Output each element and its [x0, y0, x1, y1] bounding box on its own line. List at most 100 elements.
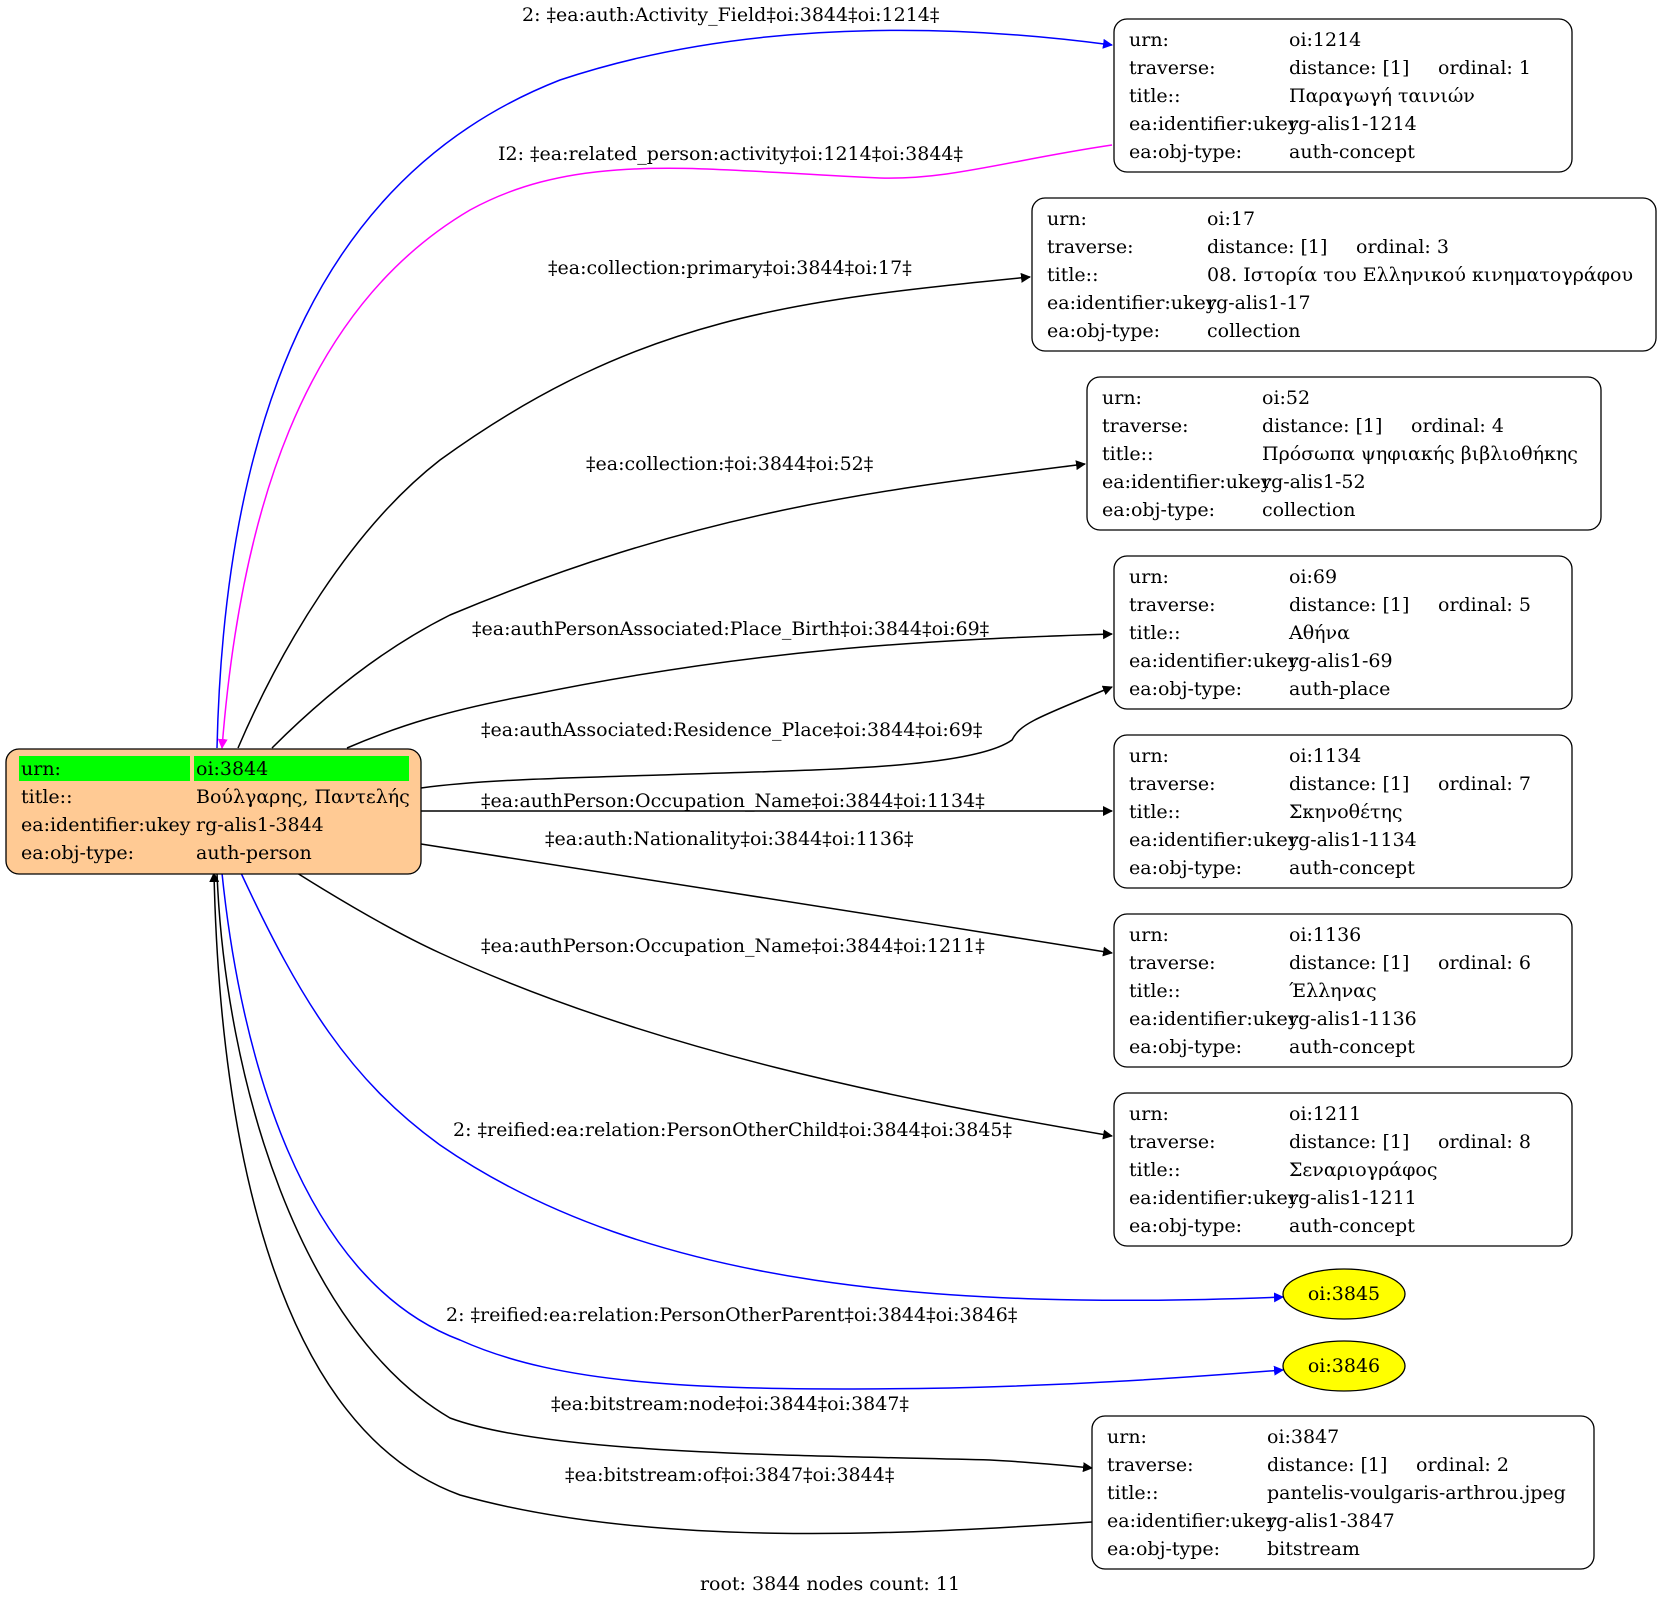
- leaf-node-ellipse: [1282, 1340, 1406, 1392]
- root-urn-key-highlight: [19, 756, 190, 781]
- record-urn-value: oi:69: [1289, 566, 1337, 588]
- record-type-key: ea:obj-type:: [1047, 320, 1160, 342]
- record-type-value: auth-concept: [1289, 1215, 1415, 1237]
- root-urn-value: oi:3844: [196, 758, 268, 780]
- record-title-key: title::: [1129, 1159, 1180, 1181]
- record-ukey-key: ea:identifier:ukey: [1129, 1008, 1299, 1030]
- record-ordinal: ordinal: 3: [1356, 236, 1449, 258]
- record-ukey-value: rg-alis1-1211: [1289, 1187, 1417, 1209]
- leaf-node-ellipse: [1282, 1268, 1406, 1320]
- record-ukey-key: ea:identifier:ukey: [1047, 292, 1217, 314]
- record-ordinal: ordinal: 8: [1438, 1131, 1531, 1153]
- edge-collection-primary: [237, 272, 1031, 749]
- record-ukey-key: ea:identifier:ukey: [1129, 113, 1299, 135]
- record-ordinal: ordinal: 7: [1438, 773, 1531, 795]
- record-type-key: ea:obj-type:: [1129, 678, 1242, 700]
- edge-collection: [271, 460, 1086, 749]
- record-traverse-key: traverse:: [1129, 1131, 1216, 1153]
- graph-footer: root: 3844 nodes count: 11: [700, 1573, 960, 1595]
- record-distance: distance: [1]: [1207, 236, 1327, 258]
- record-ukey-key: ea:identifier:ukey: [1129, 829, 1299, 851]
- record-distance: distance: [1]: [1289, 1131, 1409, 1153]
- root-type-value: auth-person: [196, 842, 312, 864]
- record-node-1211[interactable]: urn: oi:1211 traverse: distance: [1] ordinal…: [1113, 1092, 1573, 1247]
- record-ukey-value: rg-alis1-1134: [1289, 829, 1417, 851]
- edge-residence-place: [420, 685, 1113, 789]
- record-traverse-key: traverse:: [1102, 415, 1189, 437]
- edge-bitstream-of: [209, 872, 1093, 1535]
- edge-label: ‡ea:auth:Nationality‡oi:3844‡oi:1136‡: [545, 828, 914, 850]
- record-traverse-key: traverse:: [1047, 236, 1134, 258]
- record-traverse-key: traverse:: [1129, 952, 1216, 974]
- root-node[interactable]: urn: oi:3844 title:: Βούλγαρης, Παντελής…: [5, 748, 422, 875]
- record-node-box: [1113, 18, 1573, 173]
- edge-nationality: [420, 843, 1113, 957]
- edge-label: ‡ea:authPerson:Occupation_Name‡oi:3844‡o…: [481, 790, 985, 812]
- edge-label: 2: ‡ea:auth:Activity_Field‡oi:3844‡oi:12…: [522, 4, 939, 26]
- record-title-value: Αθήνα: [1288, 622, 1350, 644]
- record-title-value: Πρόσωπα ψηφιακής βιβλιοθήκης: [1262, 443, 1578, 465]
- edge-activity-field: [216, 29, 1113, 749]
- leaf-node-label: oi:3845: [1308, 1283, 1380, 1305]
- record-urn-value: oi:17: [1207, 208, 1255, 230]
- root-urn-value-highlight: [194, 756, 409, 781]
- record-type-key: ea:obj-type:: [1129, 857, 1242, 879]
- record-urn-key: urn:: [1129, 745, 1169, 767]
- record-urn-value: oi:1136: [1289, 924, 1361, 946]
- record-type-value: collection: [1262, 499, 1356, 521]
- root-title-key: title::: [21, 786, 72, 808]
- root-ukey-value: rg-alis1-3844: [196, 814, 324, 836]
- record-type-value: auth-concept: [1289, 141, 1415, 163]
- record-title-key: title::: [1107, 1482, 1158, 1504]
- record-node-box: [1113, 555, 1573, 710]
- record-traverse-key: traverse:: [1107, 1454, 1194, 1476]
- edge-label: ‡ea:collection:‡oi:3844‡oi:52‡: [586, 453, 873, 475]
- record-node-box: [1031, 197, 1657, 352]
- edge-occupation-1211: [296, 872, 1113, 1140]
- edges: [209, 29, 1284, 1535]
- record-type-value: bitstream: [1267, 1538, 1360, 1560]
- record-type-key: ea:obj-type:: [1107, 1538, 1220, 1560]
- record-ukey-key: ea:identifier:ukey: [1129, 650, 1299, 672]
- record-ukey-value: rg-alis1-69: [1289, 650, 1393, 672]
- record-distance: distance: [1]: [1262, 415, 1382, 437]
- record-urn-value: oi:52: [1262, 387, 1310, 409]
- edge-label: ‡ea:collection:primary‡oi:3844‡oi:17‡: [548, 257, 912, 279]
- record-type-key: ea:obj-type:: [1129, 1036, 1242, 1058]
- edge-label: ‡ea:authPersonAssociated:Place_Birth‡oi:…: [472, 618, 989, 640]
- record-ukey-value: rg-alis1-17: [1207, 292, 1311, 314]
- root-title-value: Βούλγαρης, Παντελής: [196, 786, 410, 808]
- record-title-value: Έλληνας: [1289, 980, 1377, 1002]
- record-urn-key: urn:: [1129, 1103, 1169, 1125]
- record-urn-value: oi:1211: [1289, 1103, 1361, 1125]
- leaf-node-3845[interactable]: oi:3845: [1282, 1268, 1406, 1320]
- record-ukey-value: rg-alis1-1136: [1289, 1008, 1417, 1030]
- leaf-node-3846[interactable]: oi:3846: [1282, 1340, 1406, 1392]
- record-title-value: Σκηνοθέτης: [1289, 801, 1403, 823]
- record-urn-key: urn:: [1102, 387, 1142, 409]
- record-title-key: title::: [1129, 85, 1180, 107]
- record-ukey-value: rg-alis1-52: [1262, 471, 1366, 493]
- edge-related-person-activity: [217, 144, 1113, 749]
- root-ukey-key: ea:identifier:ukey: [21, 814, 191, 836]
- record-ukey-key: ea:identifier:ukey: [1129, 1187, 1299, 1209]
- record-distance: distance: [1]: [1289, 57, 1409, 79]
- record-ukey-key: ea:identifier:ukey: [1102, 471, 1272, 493]
- record-title-key: title::: [1129, 622, 1180, 644]
- record-distance: distance: [1]: [1289, 952, 1409, 974]
- record-node-box: [1091, 1415, 1595, 1570]
- record-urn-key: urn:: [1107, 1426, 1147, 1448]
- record-node-box: [1113, 913, 1573, 1068]
- record-traverse-key: traverse:: [1129, 773, 1216, 795]
- record-type-key: ea:obj-type:: [1129, 141, 1242, 163]
- record-ordinal: ordinal: 2: [1416, 1454, 1509, 1476]
